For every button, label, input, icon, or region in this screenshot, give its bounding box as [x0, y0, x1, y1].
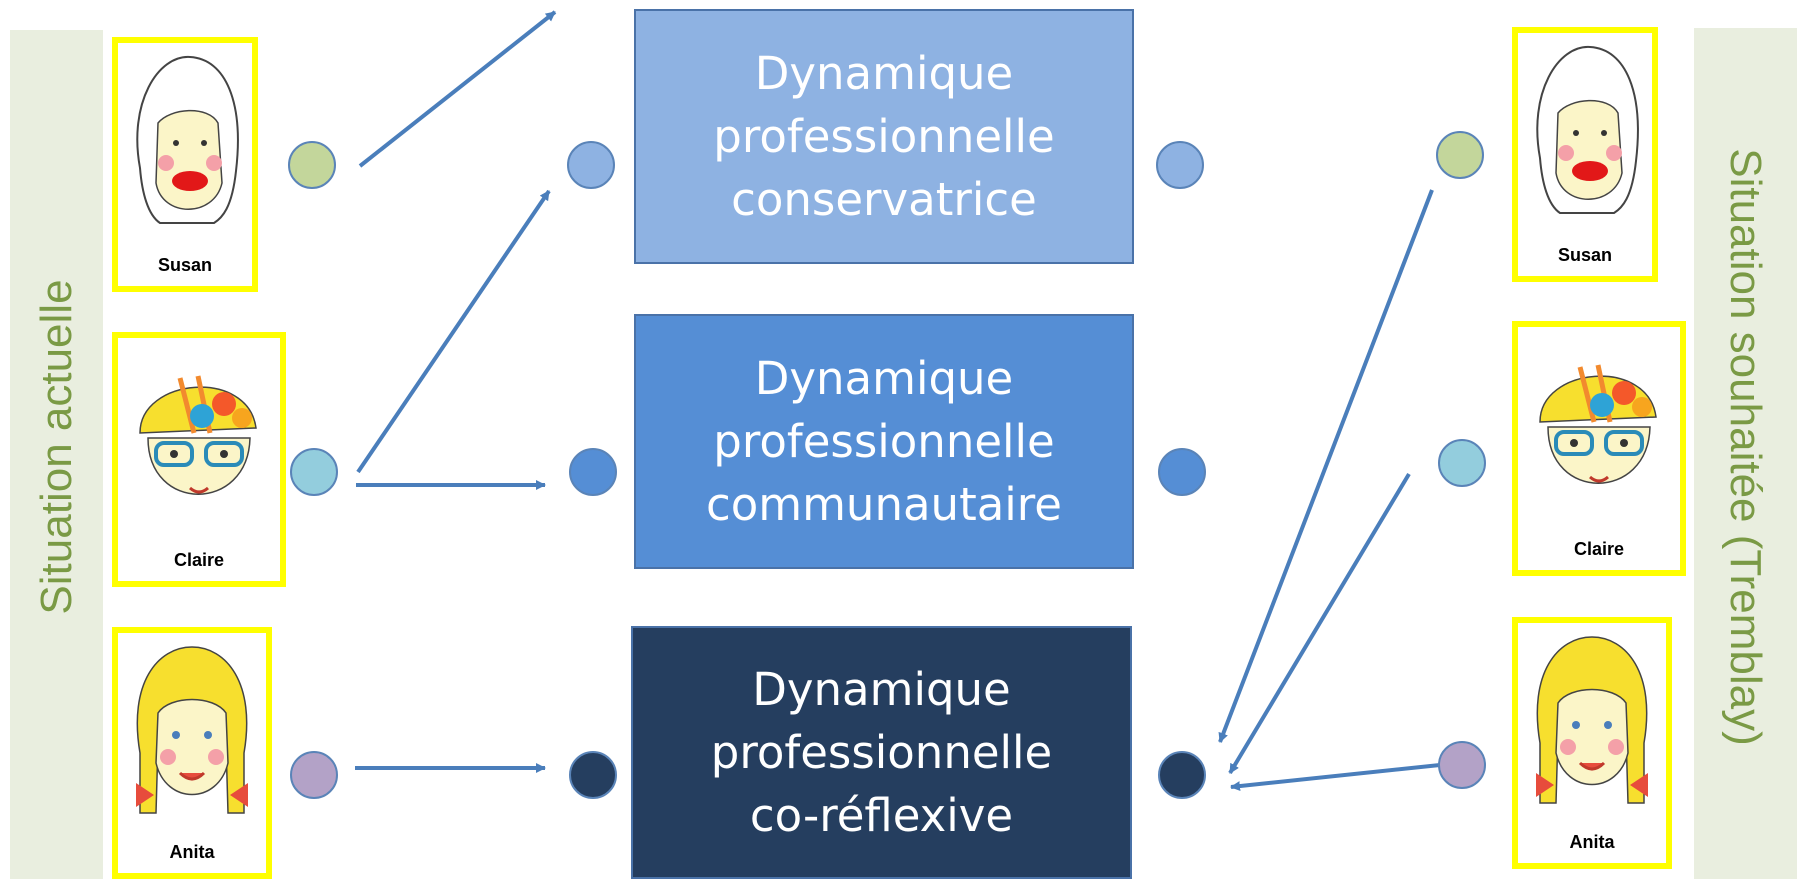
- susan-portrait-icon: [136, 55, 239, 224]
- claire-portrait-icon: [1539, 364, 1657, 484]
- dot-susan-left: [288, 141, 336, 189]
- right-side-band: [1694, 28, 1797, 879]
- dot-communautaire-in: [569, 448, 617, 496]
- dynamic-line: professionnelle: [713, 415, 1055, 468]
- person-card-claire-left: Claire: [112, 332, 286, 587]
- dot-anita-left: [290, 751, 338, 799]
- dynamic-line: co-réflexive: [749, 789, 1014, 842]
- person-name: Claire: [173, 550, 225, 570]
- dynamic-box-conservatrice: Dynamique professionnelle conservatrice: [634, 9, 1134, 264]
- dot-coreflexive-in: [569, 751, 617, 799]
- dynamic-line: Dynamique: [754, 47, 1014, 100]
- dynamic-line: professionnelle: [713, 110, 1055, 163]
- dynamic-line: communautaire: [705, 478, 1062, 531]
- dynamic-line: professionnelle: [710, 726, 1053, 779]
- dot-claire-right: [1438, 439, 1486, 487]
- dynamic-line: Dynamique: [752, 663, 1011, 716]
- person-card-claire-right: Claire: [1512, 321, 1686, 576]
- dot-conservatrice-out: [1156, 141, 1204, 189]
- person-name: Susan: [1557, 245, 1613, 265]
- dot-claire-left: [290, 448, 338, 496]
- person-name: Anita: [1569, 832, 1615, 852]
- dot-communautaire-out: [1158, 448, 1206, 496]
- susan-portrait-icon: [1536, 45, 1639, 214]
- anita-portrait-icon: [1536, 636, 1648, 804]
- dynamic-box-coreflexive: Dynamique professionnelle co-réflexive: [631, 626, 1132, 879]
- dynamic-box-communautaire: Dynamique professionnelle communautaire: [634, 314, 1134, 569]
- dot-conservatrice-in: [567, 141, 615, 189]
- dot-susan-right: [1436, 131, 1484, 179]
- arrow-susan-to-top: [358, 10, 557, 168]
- dot-coreflexive-out: [1158, 751, 1206, 799]
- arrow-claire-desired: [1228, 472, 1411, 775]
- person-name: Susan: [157, 255, 213, 275]
- left-side-band: [10, 30, 103, 879]
- person-name: Anita: [169, 842, 215, 862]
- person-card-susan-left: Susan: [112, 37, 258, 292]
- dynamic-line: Dynamique: [754, 352, 1014, 405]
- arrow-anita-desired: [1230, 763, 1441, 792]
- dynamic-line: conservatrice: [731, 173, 1037, 226]
- person-card-susan-right: Susan: [1512, 27, 1658, 282]
- dot-anita-right: [1438, 741, 1486, 789]
- arrow-susan-desired: [1218, 189, 1434, 743]
- person-name: Claire: [1573, 539, 1625, 559]
- claire-portrait-icon: [139, 375, 257, 495]
- anita-portrait-icon: [136, 646, 248, 814]
- person-card-anita-left: Anita: [112, 627, 272, 879]
- arrow-claire-to-conservatrice: [356, 189, 551, 474]
- person-card-anita-right: Anita: [1512, 617, 1672, 869]
